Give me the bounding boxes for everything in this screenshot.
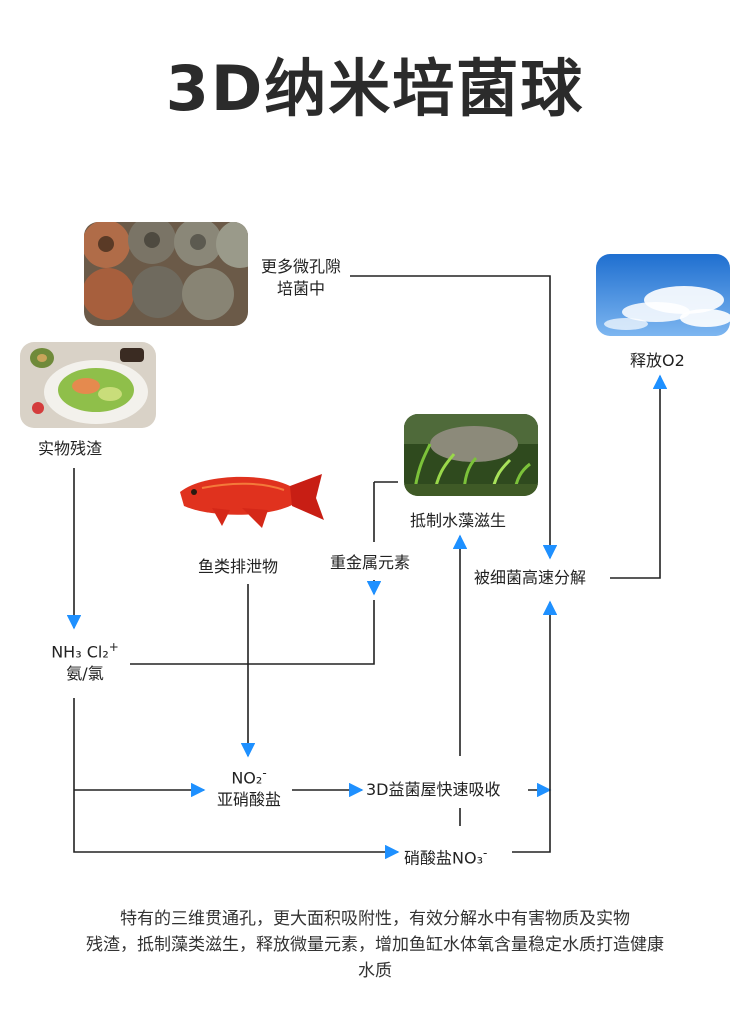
footer-line-2: 残渣，抵制藻类滋生，释放微量元素，增加鱼缸水体氧含量稳定水质打造健康 bbox=[86, 935, 664, 955]
cultivate-text: 培菌中 bbox=[276, 279, 325, 298]
footer-line-3: 水质 bbox=[358, 961, 392, 981]
fish-waste-label: 鱼类排泄物 bbox=[198, 556, 279, 578]
algae-label: 抵制水藻滋生 bbox=[410, 510, 507, 532]
micropore-label: 更多微孔隙 培菌中 bbox=[252, 256, 350, 300]
heavy-metal-label: 重金属元素 bbox=[328, 552, 413, 574]
nitrate-superscript: - bbox=[482, 846, 488, 860]
nitrate-text: 硝酸盐NO₃ bbox=[404, 848, 483, 868]
ammonia-chlorine-label: NH₃ Cl₂+ 氨/氯 bbox=[40, 636, 130, 686]
arowana-fish-image bbox=[172, 468, 328, 532]
sky-clouds-image bbox=[596, 254, 730, 336]
nh3-superscript: + bbox=[108, 640, 119, 654]
aquarium-plants-image bbox=[404, 414, 538, 496]
nitrite-label: NO₂- 亚硝酸盐 bbox=[206, 762, 292, 812]
footer-description: 特有的三维贯通孔，更大面积吸附性，有效分解水中有害物质及实物 残渣，抵制藻类滋生… bbox=[0, 906, 750, 984]
food-residue-label: 实物残渣 bbox=[38, 438, 103, 460]
footer-line-1: 特有的三维贯通孔，更大面积吸附性，有效分解水中有害物质及实物 bbox=[120, 909, 630, 929]
no2-name: 亚硝酸盐 bbox=[216, 790, 281, 810]
no2-superscript: - bbox=[262, 766, 267, 780]
ceramic-balls-image bbox=[84, 222, 248, 326]
nh3-formula: NH₃ Cl₂ bbox=[51, 642, 109, 662]
oxygen-label: 释放O2 bbox=[630, 350, 685, 372]
nh3-name: 氨/氯 bbox=[66, 664, 104, 684]
page-title: 3D纳米培菌球 bbox=[165, 52, 585, 125]
nitrate-label: 硝酸盐NO₃- bbox=[404, 842, 488, 870]
no2-formula: NO₂ bbox=[231, 768, 263, 788]
food-salad-image bbox=[20, 342, 156, 428]
absorb-label: 3D益菌屋快速吸收 bbox=[366, 779, 501, 801]
micropore-text: 更多微孔隙 bbox=[260, 257, 341, 276]
bacteria-label: 被细菌高速分解 bbox=[474, 567, 587, 589]
